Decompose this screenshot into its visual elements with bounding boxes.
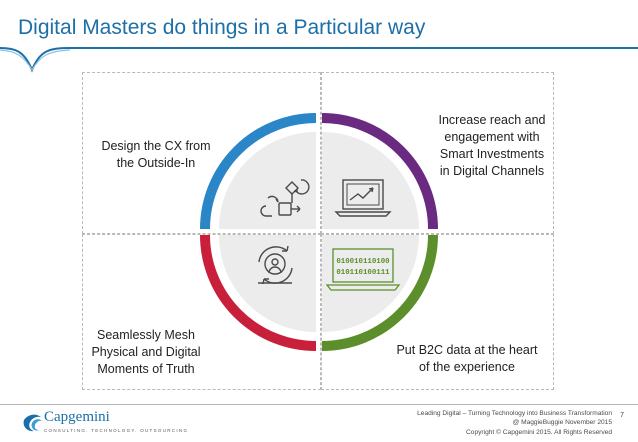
inner-quadrant-bottom-right (322, 235, 419, 332)
page-number: 7 (620, 412, 624, 419)
laptop-chart-icon (334, 179, 392, 217)
logo-tagline: CONSULTING. TECHNOLOGY. OUTSOURCING (44, 428, 189, 433)
process-flow-icon (260, 179, 310, 217)
capgemini-logo-icon (23, 414, 42, 432)
cycle-target-icon (258, 245, 293, 285)
quadrant-box-top-right (321, 72, 554, 234)
footer-line-3: Copyright © Capgemini 2015. All Rights R… (466, 429, 612, 436)
page-title: Digital Masters do things in a Particula… (18, 16, 426, 39)
arc-bottom-right (321, 234, 438, 351)
laptop-binary-icon (325, 248, 401, 291)
logo-wordmark: Capgemini (44, 409, 110, 425)
quadrant-box-bottom-left (82, 234, 321, 390)
quadrant-text-bottom-right: Put B2C data at the heart of the experie… (396, 343, 538, 374)
quadrant-text-top-left: Design the CX from the Outside-In (101, 139, 211, 170)
quadrant-text-bottom-left: Seamlessly Mesh Physical and Digital Mom… (91, 328, 201, 376)
footer-line-1: Leading Digital – Turning Technology int… (417, 410, 612, 417)
footer-line-2: @ MaggieBuggie November 2015 (512, 419, 612, 426)
quadrant-text-top-right: Increase reach and engagement with Smart… (438, 113, 546, 178)
binary-line-2: 010110100111 (336, 269, 390, 277)
quadrant-box-bottom-right (321, 234, 554, 390)
arc-bottom-left (200, 234, 317, 351)
inner-quadrant-top-left (219, 132, 316, 229)
arc-top-right (321, 113, 438, 230)
header-wave-decoration (0, 47, 638, 73)
arc-top-left (200, 113, 317, 230)
quadrant-box-top-left (82, 72, 321, 234)
footer-divider (0, 404, 638, 405)
binary-line-1: 010010110100 (336, 258, 390, 266)
